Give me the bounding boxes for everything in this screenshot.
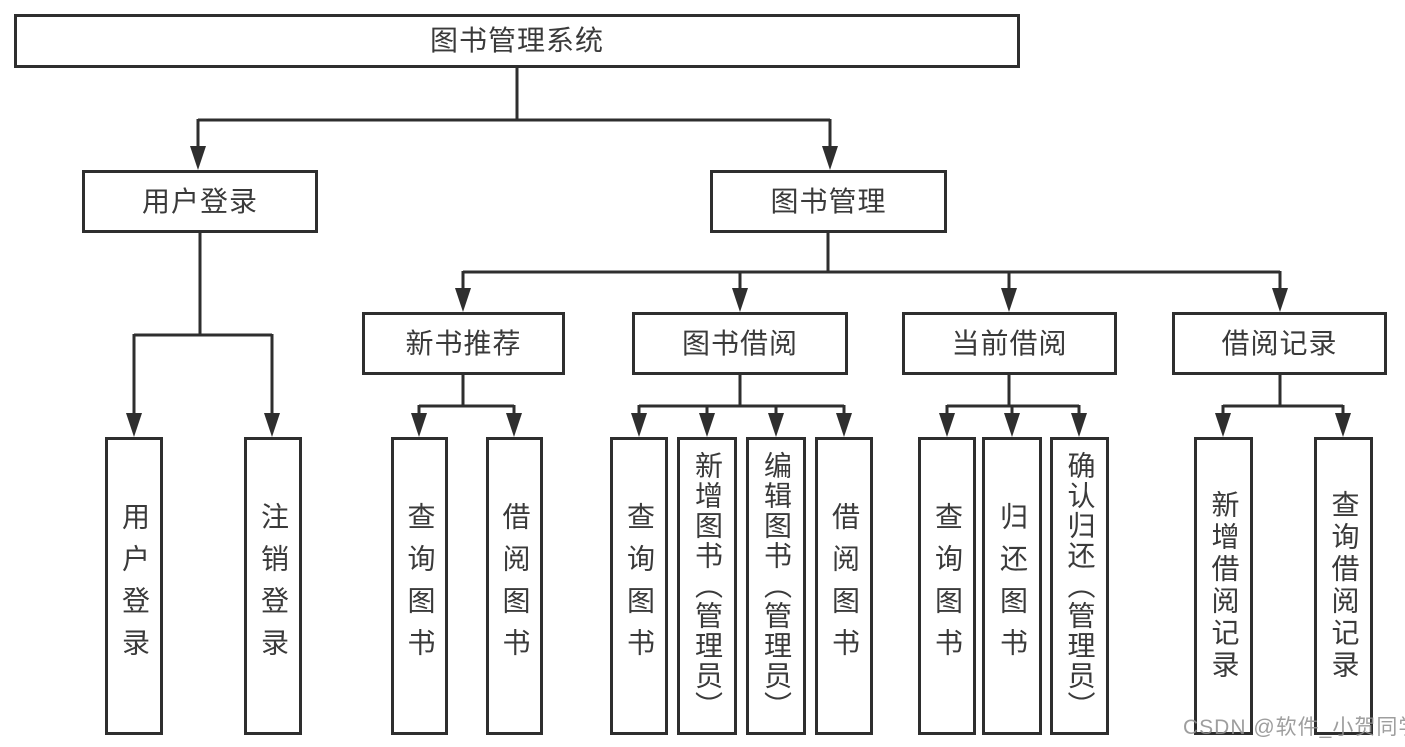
node-borrow-records: 借阅记录: [1172, 312, 1387, 375]
leaf-borrow-query-book: 查询图书: [610, 437, 668, 735]
node-book-management: 图书管理: [710, 170, 947, 233]
leaf-recommend-query-book: 查询图书: [391, 437, 448, 735]
leaf-records-add-record: 新增借阅记录: [1194, 437, 1253, 735]
node-user-login: 用户登录: [82, 170, 318, 233]
leaf-borrow-add-book-admin: 新增图书（管理员）: [677, 437, 737, 735]
connector-segments: [132, 68, 1345, 415]
leaf-current-confirm-return-admin: 确认归还（管理员）: [1050, 437, 1109, 735]
leaf-user-login: 用户登录: [105, 437, 163, 735]
leaf-borrow-borrow-book: 借阅图书: [815, 437, 873, 735]
leaf-current-query-book: 查询图书: [918, 437, 976, 735]
leaf-records-query-record: 查询借阅记录: [1314, 437, 1373, 735]
node-current-borrow: 当前借阅: [902, 312, 1117, 375]
leaf-current-return-book: 归还图书: [982, 437, 1042, 735]
node-library-management-system: 图书管理系统: [14, 14, 1020, 68]
arrow-down-icons: [126, 146, 1351, 437]
leaf-logout: 注销登录: [244, 437, 302, 735]
node-book-borrow: 图书借阅: [632, 312, 848, 375]
leaf-borrow-edit-book-admin: 编辑图书（管理员）: [746, 437, 806, 735]
watermark: CSDN @软件_小贺同学: [1183, 716, 1405, 739]
node-new-book-recommend: 新书推荐: [362, 312, 565, 375]
leaf-recommend-borrow-book: 借阅图书: [486, 437, 543, 735]
